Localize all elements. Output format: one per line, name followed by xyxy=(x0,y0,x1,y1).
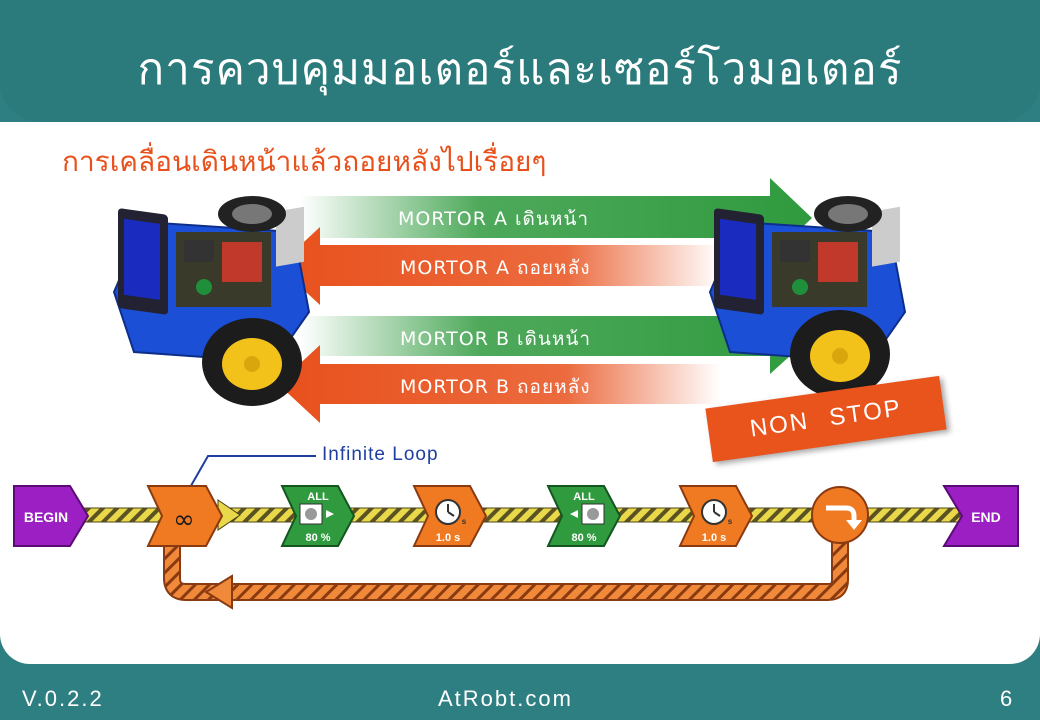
begin-label: BEGIN xyxy=(24,509,68,525)
loop-start-block[interactable] xyxy=(146,485,224,547)
motor-forward-bottom: 80 % xyxy=(305,532,330,544)
infinite-loop-label: Infinite Loop xyxy=(322,444,439,465)
loop-end-block[interactable] xyxy=(811,486,869,544)
delay-1-bottom: 1.0 s xyxy=(436,532,460,544)
arrow-a-backward-label: MORTOR A ถอยหลัง xyxy=(400,257,591,279)
footer-site: AtRobt.com xyxy=(438,686,573,711)
arrow-b-backward xyxy=(278,345,720,423)
svg-text:∞: ∞ xyxy=(173,505,195,535)
slide-title: การควบคุมมอเตอร์และเซอร์โวมอเตอร์ xyxy=(137,44,903,95)
slide-subtitle: การเคลื่อนเดินหน้าแล้วถอยหลังไปเรื่อยๆ xyxy=(62,145,547,178)
motor-backward-icon xyxy=(570,503,605,525)
delay-2-unit: s xyxy=(728,517,733,526)
delay-2-bottom: 1.0 s xyxy=(702,532,726,544)
arrow-a-forward xyxy=(300,178,812,258)
motor-forward-top: ALL xyxy=(307,491,329,503)
delay-1-unit: s xyxy=(462,517,467,526)
loop-return-icon xyxy=(826,505,862,530)
footer-version: V.0.2.2 xyxy=(22,686,104,711)
arrow-a-backward xyxy=(278,227,720,305)
footer-page-number: 6 xyxy=(1000,686,1015,711)
end-label: END xyxy=(971,509,1001,525)
loop-return-path xyxy=(163,540,849,601)
arrow-a-forward-label: MORTOR A เดินหน้า xyxy=(398,208,590,230)
motor-backward-top: ALL xyxy=(573,491,595,503)
stopwatch-icon xyxy=(435,499,461,525)
loop-return-arrowhead xyxy=(204,574,233,610)
robot-right-image xyxy=(708,196,907,398)
arrow-b-forward-label: MORTOR B เดินหน้า xyxy=(400,328,592,350)
robot-left-image xyxy=(112,196,311,406)
end-block[interactable] xyxy=(942,485,1019,547)
motor-backward-bottom: 80 % xyxy=(571,532,596,544)
motor-forward-icon xyxy=(299,503,334,525)
infinity-icon: ∞ xyxy=(173,505,195,535)
arrow-b-backward-label: MORTOR B ถอยหลัง xyxy=(400,376,591,398)
begin-block[interactable] xyxy=(13,485,90,547)
stopwatch-icon xyxy=(701,499,727,525)
slide-header: การควบคุมมอเตอร์และเซอร์โวมอเตอร์ xyxy=(0,0,1040,122)
arrow-b-forward xyxy=(300,298,812,374)
